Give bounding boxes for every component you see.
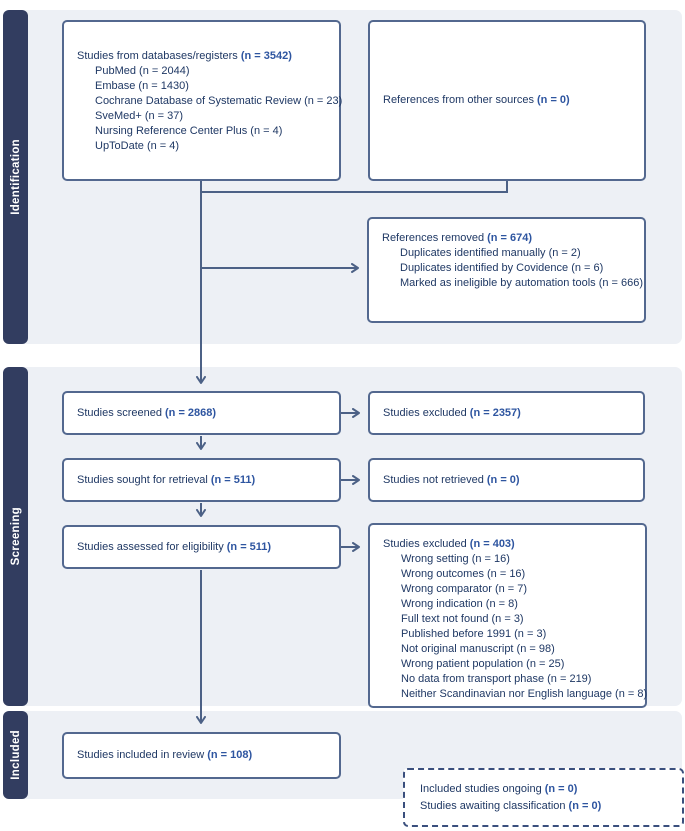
box-label: Included studies ongoing xyxy=(420,782,542,795)
box-studies-included-review: Studies included in review(n = 108) xyxy=(62,732,341,779)
list-item: Published before 1991 (n = 3) xyxy=(401,628,547,640)
box-count: (n = 511) xyxy=(226,540,272,553)
box-title: Studies not retrieved(n = 0) xyxy=(383,473,520,488)
box-count: (n = 2357) xyxy=(469,406,521,419)
box-title: References from other sources(n = 0) xyxy=(383,93,570,108)
box-label: Studies excluded xyxy=(383,406,467,419)
box-count: (n = 2868) xyxy=(165,406,217,419)
box-title: Studies from databases/registers(n = 354… xyxy=(77,49,331,64)
list-item: Embase (n = 1430) xyxy=(95,80,189,92)
box-title: Studies assessed for eligibility(n = 511… xyxy=(77,540,271,555)
box-studies-screened: Studies screened(n = 2868) xyxy=(62,391,341,435)
list-item: Not original manuscript (n = 98) xyxy=(401,643,555,655)
list-item: Cochrane Database of Systematic Review (… xyxy=(95,95,343,107)
box-studies-sought-retrieval: Studies sought for retrieval(n = 511) xyxy=(62,458,341,502)
list-item: Wrong comparator (n = 7) xyxy=(401,583,528,595)
box-studies-excluded-screening: Studies excluded(n = 2357) xyxy=(368,391,645,435)
box-item-list: Wrong setting (n = 16) Wrong outcomes (n … xyxy=(383,552,648,702)
list-item: Wrong setting (n = 16) xyxy=(401,553,510,565)
box-count: (n = 674) xyxy=(487,232,533,244)
box-title: Studies excluded(n = 2357) xyxy=(383,406,521,421)
box-count: (n = 108) xyxy=(207,749,253,761)
box-title: Studies screened(n = 2868) xyxy=(77,406,216,421)
box-count: (n = 403) xyxy=(469,538,515,550)
box-label: References removed xyxy=(382,232,485,244)
box-label: Studies not retrieved xyxy=(383,473,484,486)
stage-label-text: Screening xyxy=(9,507,22,566)
box-studies-from-databases: Studies from databases/registers(n = 354… xyxy=(62,20,343,181)
box-label: Studies screened xyxy=(77,406,162,419)
box-count: (n = 511) xyxy=(210,473,256,486)
list-item: UpToDate (n = 4) xyxy=(95,140,180,152)
list-item: Wrong outcomes (n = 16) xyxy=(401,568,526,580)
box-studies-not-retrieved: Studies not retrieved(n = 0) xyxy=(368,458,645,502)
ongoing-line: Included studies ongoing(n = 0) xyxy=(420,781,682,798)
box-label: Studies awaiting classification xyxy=(420,799,566,812)
box-references-other-sources: References from other sources(n = 0) xyxy=(368,20,646,181)
box-studies-excluded-eligibility: Studies excluded(n = 403) Wrong setting … xyxy=(368,523,647,708)
stage-label-text: Included xyxy=(9,730,22,780)
list-item: Wrong patient population (n = 25) xyxy=(401,658,565,670)
box-title: References removed(n = 674) xyxy=(382,231,636,246)
box-item-list: Duplicates identified manually (n = 2) Du… xyxy=(382,246,644,291)
stage-label-included: Included xyxy=(3,711,28,799)
list-item: Marked as ineligible by automation tools… xyxy=(400,277,644,289)
box-label: References from other sources xyxy=(383,94,535,106)
box-studies-assessed-eligibility: Studies assessed for eligibility(n = 511… xyxy=(62,525,341,569)
list-item: Neither Scandinavian nor English languag… xyxy=(401,688,648,700)
list-item: Full text not found (n = 3) xyxy=(401,613,524,625)
box-label: Studies from databases/registers xyxy=(77,50,238,62)
box-count: (n = 0) xyxy=(568,799,602,812)
awaiting-line: Studies awaiting classification(n = 0) xyxy=(420,798,682,815)
box-count: (n = 0) xyxy=(486,473,520,486)
stage-label-screening: Screening xyxy=(3,367,28,706)
box-count: (n = 3542) xyxy=(240,50,292,62)
box-count: (n = 0) xyxy=(544,782,578,795)
list-item: PubMed (n = 2044) xyxy=(95,65,190,77)
box-label: Studies assessed for eligibility xyxy=(77,540,224,553)
box-title: Studies excluded(n = 403) xyxy=(383,537,637,552)
stage-label-text: Identification xyxy=(9,139,22,215)
list-item: Duplicates identified by Covidence (n = … xyxy=(400,262,604,274)
list-item: SveMed+ (n = 37) xyxy=(95,110,184,122)
box-label: Studies sought for retrieval xyxy=(77,473,208,486)
list-item: Wrong indication (n = 8) xyxy=(401,598,518,610)
stage-label-identification: Identification xyxy=(3,10,28,344)
list-item: Duplicates identified manually (n = 2) xyxy=(400,247,581,259)
box-item-list: PubMed (n = 2044) Embase (n = 1430) Cochra… xyxy=(77,64,343,154)
box-title: Studies included in review(n = 108) xyxy=(77,748,252,763)
box-label: Studies included in review xyxy=(77,749,205,761)
box-references-removed: References removed(n = 674) Duplicates i… xyxy=(367,217,646,323)
list-item: No data from transport phase (n = 219) xyxy=(401,673,592,685)
list-item: Nursing Reference Center Plus (n = 4) xyxy=(95,125,283,137)
box-title: Studies sought for retrieval(n = 511) xyxy=(77,473,255,488)
box-ongoing-awaiting: Included studies ongoing(n = 0) Studies … xyxy=(403,768,684,827)
box-label: Studies excluded xyxy=(383,538,467,550)
box-count: (n = 0) xyxy=(537,94,570,106)
